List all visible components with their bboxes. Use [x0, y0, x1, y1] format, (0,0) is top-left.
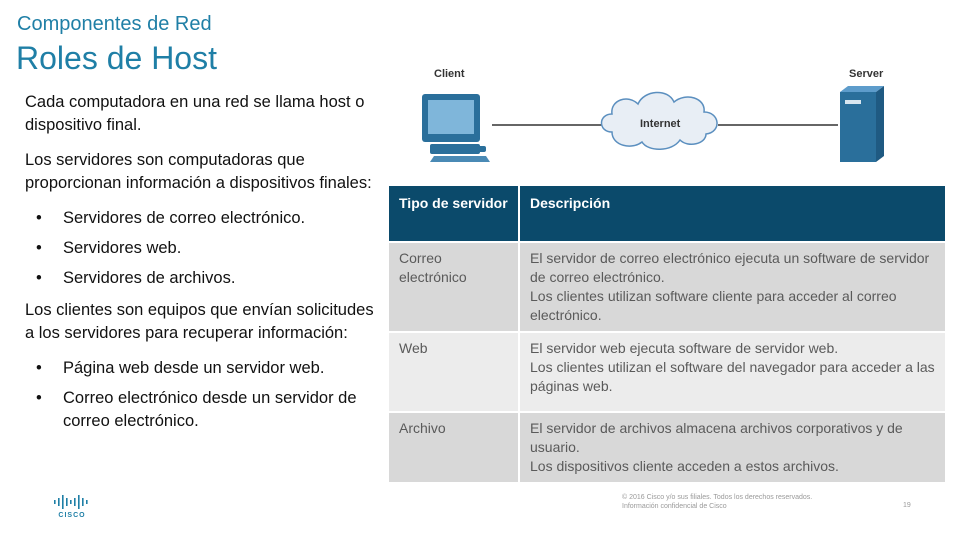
description-cell: El servidor de correo electrónico ejecut…: [519, 241, 945, 332]
server-type-cell: Web: [389, 331, 520, 412]
copyright-text: © 2016 Cisco y/o sus filiales. Todos los…: [622, 494, 813, 501]
server-icon: [840, 86, 884, 162]
slide-title: Roles de Host: [16, 40, 217, 76]
section-subtitle: Componentes de Red: [17, 13, 212, 35]
page-number: 19: [903, 502, 911, 509]
server-type-cell: Archivo: [389, 411, 520, 482]
bullet-item: •Correo electrónico desde un servidor de…: [36, 389, 357, 430]
paragraph-servers: Los servidores son computadoras que prop…: [25, 151, 372, 192]
server-types-table: Tipo de servidor Descripción Correo elec…: [389, 186, 945, 482]
table-row: Web El servidor web ejecuta software de …: [389, 331, 945, 412]
diagram-graphic: [422, 86, 884, 162]
cloud-icon: [600, 91, 718, 150]
footer-legal: © 2016 Cisco y/o sus filiales. Todos los…: [622, 493, 812, 511]
bullet-item: •Servidores web.: [25, 237, 375, 260]
table-row: Correo electrónico El servidor de correo…: [389, 241, 945, 332]
bullet-icon: •: [36, 389, 42, 407]
server-type-cell: Correo electrónico: [389, 241, 520, 332]
bullet-icon: •: [36, 359, 42, 377]
bullet-icon: •: [36, 209, 42, 227]
bullet-icon: •: [36, 239, 42, 257]
paragraph-clients: Los clientes son equipos que envían soli…: [25, 301, 374, 342]
bullet-item: •Servidores de correo electrónico.: [25, 207, 375, 230]
cisco-logo: CISCO: [54, 495, 88, 519]
bullet-item: •Página web desde un servidor web.: [25, 357, 375, 380]
table-row: Archivo El servidor de archivos almacena…: [389, 411, 945, 482]
description-cell: El servidor de archivos almacena archivo…: [519, 411, 945, 482]
confidential-text: Información confidencial de Cisco: [622, 503, 727, 510]
internet-label: Internet: [640, 118, 681, 130]
client-bullet-list: •Página web desde un servidor web. •Corr…: [25, 357, 375, 433]
left-text-block: Cada computadora en una red se llama hos…: [25, 91, 375, 442]
column-header-description: Descripción: [519, 186, 945, 242]
svg-text:CISCO: CISCO: [58, 512, 85, 519]
bullet-item: •Servidores de archivos.: [25, 267, 375, 290]
table-header-row: Tipo de servidor Descripción: [389, 186, 945, 242]
client-label: Client: [434, 68, 465, 80]
paragraph-hosts: Cada computadora en una red se llama hos…: [25, 93, 365, 134]
server-label: Server: [849, 68, 884, 80]
column-header-type: Tipo de servidor: [389, 186, 520, 242]
bullet-icon: •: [36, 269, 42, 287]
description-cell: El servidor web ejecuta software de serv…: [519, 331, 945, 412]
computer-icon: [422, 94, 490, 162]
server-bullet-list: •Servidores de correo electrónico. •Serv…: [25, 207, 375, 290]
client-server-diagram: Client Server Internet: [400, 60, 940, 170]
